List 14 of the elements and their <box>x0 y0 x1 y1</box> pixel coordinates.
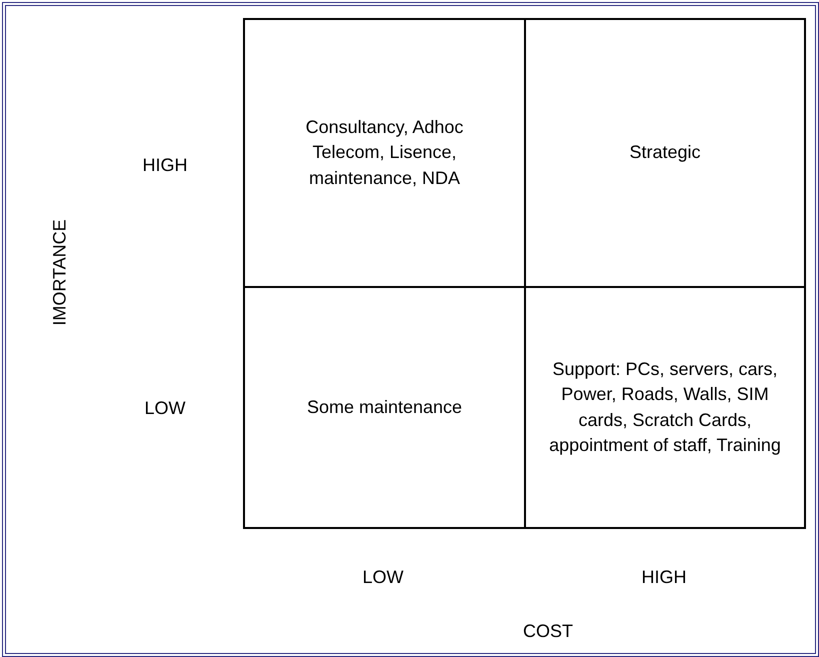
column-label: LOW <box>362 566 404 588</box>
row-label: LOW <box>144 398 186 418</box>
quadrant-text: Strategic <box>629 141 701 164</box>
quadrant-text: Support: PCs, servers, cars, Power, Roads, Walls, SIM cards, Scratch Cards, appointment of staff, Training <box>548 358 782 457</box>
quadrant-text: Some maintenance <box>306 396 462 419</box>
quadrant-box <box>524 18 806 288</box>
row-label: HIGH <box>142 154 188 176</box>
quadrant-box <box>243 18 526 288</box>
axis-title: IMORTANCE <box>50 218 71 326</box>
quadrant-box <box>524 286 806 529</box>
quadrant-box <box>243 286 526 529</box>
column-label: HIGH <box>642 566 686 588</box>
quadrant-text: Consultancy, Adhoc Telecom, Lisence, maintenance, NDA <box>304 116 464 190</box>
axis-title: COST <box>523 620 574 642</box>
